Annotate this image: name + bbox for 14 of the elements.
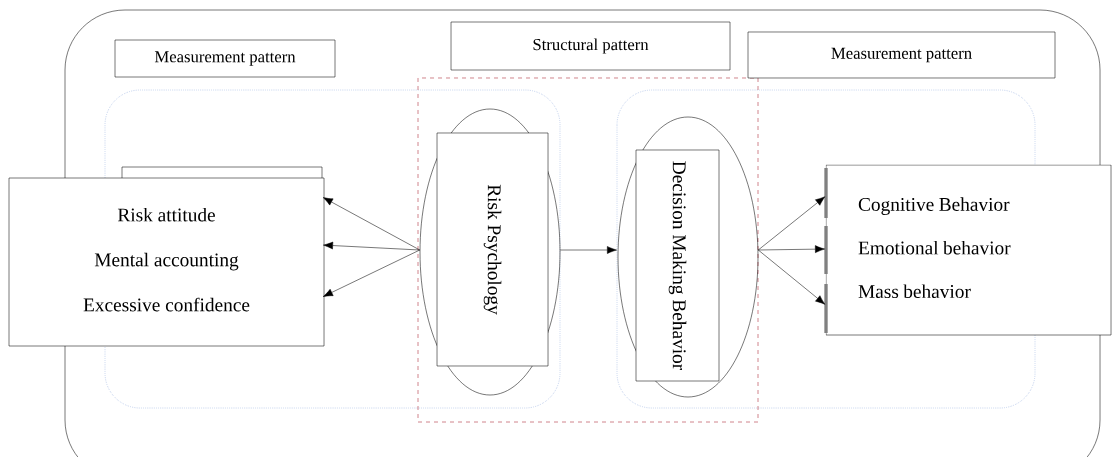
- arrow: [560, 246, 617, 254]
- arrow: [758, 245, 825, 253]
- item-list-box: Cognitive Behavior Emotional behavior Mass behavior: [825, 164, 1112, 336]
- arrow: [323, 249, 420, 297]
- rotated-text-box: Decision Making Behavior: [635, 149, 720, 382]
- arrow: [323, 197, 420, 251]
- arrow: [758, 249, 826, 305]
- heading-box: Measurement pattern: [747, 31, 1056, 79]
- rotated-text-box: Risk Psychology: [436, 132, 549, 367]
- heading-box: Measurement pattern: [114, 39, 336, 78]
- arrow: [323, 241, 420, 251]
- arrow: [758, 196, 826, 251]
- item-list-box: Risk attitude Mental accounting Excessive confidence: [8, 177, 325, 347]
- heading-box: Structural pattern: [450, 21, 731, 71]
